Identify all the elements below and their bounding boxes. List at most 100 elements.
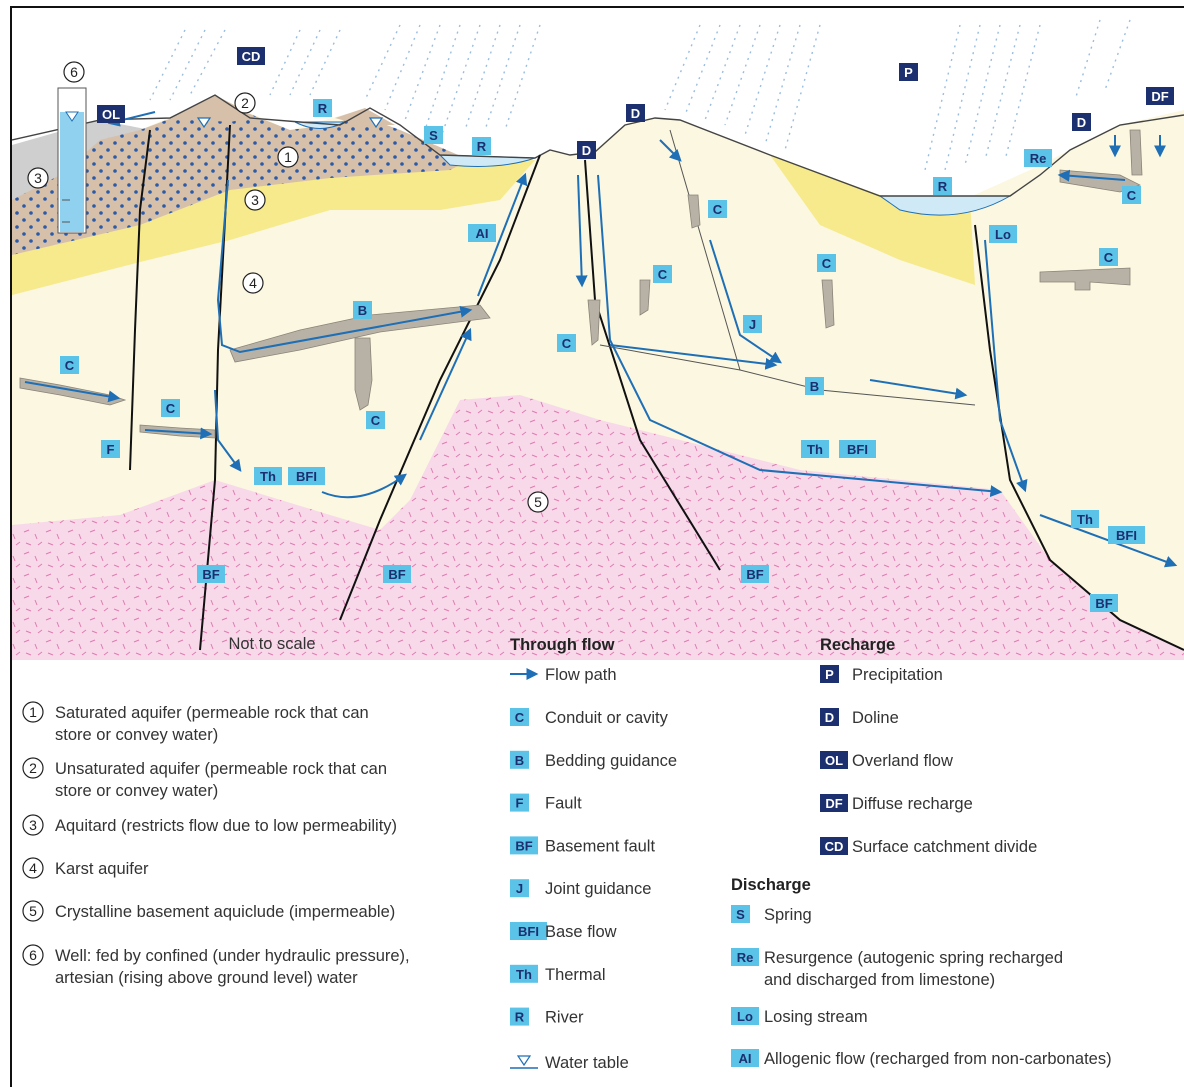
legend-through-r-code: R	[510, 1008, 529, 1026]
legend-through-r-code-text: R	[515, 1010, 525, 1025]
not-to-scale-note: Not to scale	[228, 635, 315, 653]
legend-zone-marker-2: 2	[23, 758, 43, 778]
legend-zone-1-line1: Saturated aquifer (permeable rock that c…	[55, 704, 369, 722]
legend-through-th-label: Thermal	[545, 966, 606, 984]
diagram-label-d-5-text: D	[582, 143, 591, 158]
legend-through-bf-code: BF	[510, 836, 538, 854]
legend: 1 Saturated aquifer (permeable rock that …	[23, 636, 1112, 1072]
legend-discharge-lo-code: Lo	[731, 1007, 759, 1025]
diagram-label-th-31: Th	[1071, 510, 1099, 528]
well	[58, 88, 86, 233]
diagram-label-b-19-text: B	[358, 303, 367, 318]
svg-text:5: 5	[29, 903, 37, 919]
legend-discharge-re-code: Re	[731, 948, 759, 966]
diagram-label-ol-1-text: OL	[102, 107, 120, 122]
diagram-label-c-24-text: C	[166, 401, 176, 416]
legend-through-f-code-text: F	[516, 796, 524, 811]
legend-zone-2-line1: Unsaturated aquifer (permeable rock that…	[55, 760, 387, 778]
diagram-label-d-8-text: D	[1077, 115, 1086, 130]
diagram-label-bf-34: BF	[383, 565, 411, 583]
legend-recharge-ol-code-text: OL	[825, 753, 843, 768]
diagram-label-r-2: R	[313, 99, 332, 117]
svg-text:3: 3	[29, 817, 37, 833]
diagram-label-c-22-text: C	[65, 358, 75, 373]
diagram-label-bfi-28: BFI	[288, 467, 325, 485]
diagram-label-df-9-text: DF	[1151, 89, 1168, 104]
diagram-label-d-8: D	[1072, 113, 1091, 131]
legend-through-c-code-text: C	[515, 710, 525, 725]
svg-text:4: 4	[29, 860, 37, 876]
diagram-label-c-17-text: C	[658, 267, 668, 282]
diagram-label-bf-33-text: BF	[202, 567, 219, 582]
diagram-label-s-3: S	[424, 126, 443, 144]
legend-discharge-re-line2: and discharged from limestone)	[764, 971, 995, 989]
diagram-label-c-16: C	[708, 200, 727, 218]
diagram-label-b-23: B	[805, 377, 824, 395]
diagram-label-f-25-text: F	[107, 442, 115, 457]
diagram-label-p-7-text: P	[904, 65, 913, 80]
legend-recharge-d-code-text: D	[825, 710, 834, 725]
flow-path-label: Flow path	[545, 666, 617, 684]
legend-discharge-ai-code-text: AI	[739, 1051, 752, 1066]
diagram-label-lo-13-text: Lo	[995, 227, 1011, 242]
legend-discharge-s-code: S	[731, 905, 750, 923]
diagram-label-d-6-text: D	[631, 106, 640, 121]
legend-recharge-df-code-text: DF	[825, 796, 842, 811]
diagram-label-c-21: C	[557, 334, 576, 352]
legend-through-j-code-text: J	[516, 881, 523, 896]
diagram-label-c-14: C	[1099, 248, 1118, 266]
diagram-label-r-2-text: R	[318, 101, 328, 116]
legend-zone-marker-6: 6	[23, 945, 43, 965]
diagram-label-bfi-32: BFI	[1108, 526, 1145, 544]
diagram-label-c-17: C	[653, 265, 672, 283]
svg-text:6: 6	[29, 947, 37, 963]
legend-zone-4-line1: Karst aquifer	[55, 860, 149, 878]
legend-discharge-ai-line1: Allogenic flow (recharged from non-carbo…	[764, 1050, 1112, 1068]
legend-through-th-code: Th	[510, 965, 538, 983]
diagram-label-r-4-text: R	[477, 139, 487, 154]
legend-through-r-label: River	[545, 1009, 584, 1027]
legend-through-b-code-text: B	[515, 753, 524, 768]
zone-marker-1: 1	[278, 147, 298, 167]
diagram-label-bf-36: BF	[1090, 594, 1118, 612]
legend-zone-marker-3: 3	[23, 815, 43, 835]
diagram-label-th-27: Th	[254, 467, 282, 485]
zone-marker-6: 6	[64, 62, 84, 82]
svg-text:5: 5	[534, 494, 542, 510]
legend-recharge-d-code: D	[820, 708, 839, 726]
legend-zone-marker-5: 5	[23, 901, 43, 921]
legend-discharge-re-code-text: Re	[737, 950, 754, 965]
legend-through-b-label: Bedding guidance	[545, 752, 677, 770]
legend-recharge-cd-code: CD	[820, 837, 848, 855]
legend-through-bfi-code: BFI	[510, 922, 547, 940]
legend-discharge-s-code-text: S	[736, 907, 745, 922]
diagram-label-c-18: C	[817, 254, 836, 272]
diagram-label-th-31-text: Th	[1077, 512, 1093, 527]
legend-zone-6-line2: artesian (rising above ground level) wat…	[55, 969, 358, 987]
water-table-legend-icon	[518, 1056, 530, 1065]
through-flow-heading: Through flow	[510, 636, 615, 654]
legend-through-f-code: F	[510, 794, 529, 812]
legend-recharge-cd-code-text: CD	[825, 839, 844, 854]
svg-text:1: 1	[29, 704, 37, 720]
diagram-label-c-24: C	[161, 399, 180, 417]
diagram-label-b-23-text: B	[810, 379, 819, 394]
diagram-label-df-9: DF	[1146, 87, 1174, 105]
cross-section	[12, 20, 1184, 660]
legend-zone-3-line1: Aquitard (restricts flow due to low perm…	[55, 817, 397, 835]
svg-text:2: 2	[241, 95, 249, 111]
legend-zone-1-line2: store or convey water)	[55, 726, 218, 744]
legend-zone-2-line2: store or convey water)	[55, 782, 218, 800]
svg-text:1: 1	[284, 149, 292, 165]
diagram-label-r-12: R	[933, 177, 952, 195]
zone-marker-3: 3	[245, 190, 265, 210]
diagram-label-c-22: C	[60, 356, 79, 374]
legend-through-bf-label: Basement fault	[545, 837, 655, 855]
diagram-label-f-25: F	[101, 440, 120, 458]
legend-recharge-p-code-text: P	[825, 667, 834, 682]
svg-text:3: 3	[251, 192, 259, 208]
legend-zone-6-line1: Well: fed by confined (under hydraulic p…	[55, 947, 410, 965]
diagram-label-bfi-30-text: BFI	[847, 442, 868, 457]
diagram-label-r-12-text: R	[938, 179, 948, 194]
legend-through-c-label: Conduit or cavity	[545, 709, 669, 727]
